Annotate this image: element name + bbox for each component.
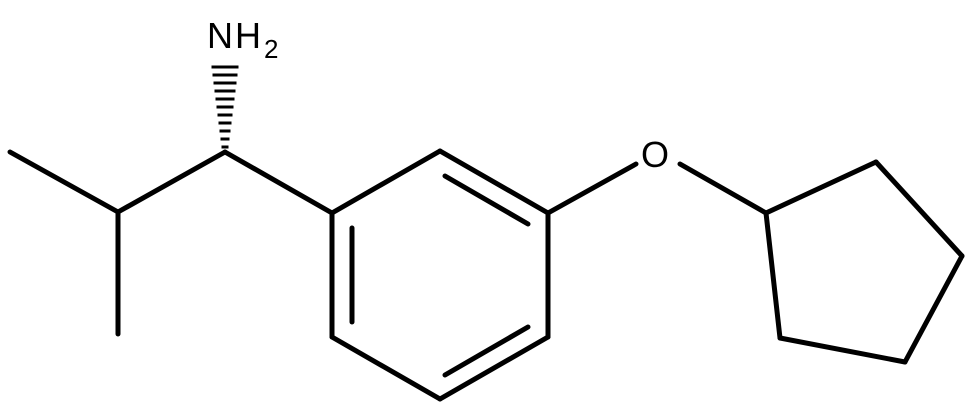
bond-ring-oxygen [545,161,639,216]
bond-isopropyl-chiral [115,149,228,215]
amine-hydrogen-count: 2 [264,34,278,64]
amine-hydrogen-label: H [235,15,261,56]
hashed-wedge-bond [211,65,239,149]
amine-nitrogen-label: N [207,15,233,56]
aromatic-inner-bottom [442,324,531,378]
benzene-ring [329,148,551,402]
bond-methyl-upper [7,149,121,215]
ether-oxygen-label: O [641,134,669,175]
aromatic-inner-top [442,173,531,227]
bond-oxygen-cyclopentyl [677,161,769,216]
bond-chiral-ring [222,149,335,216]
cyclopentane-ring [763,159,965,365]
